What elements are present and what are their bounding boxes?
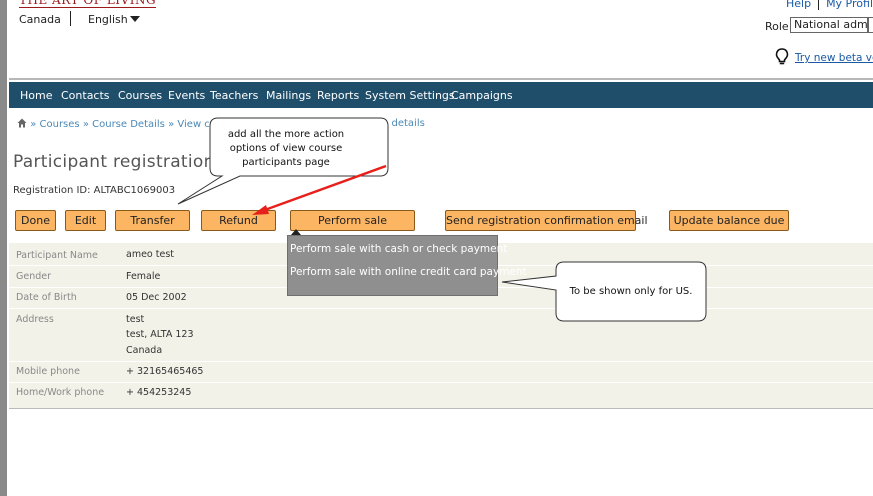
done-button[interactable]: Done	[15, 210, 56, 231]
page-title: Participant registration d	[13, 152, 232, 172]
top-links-divider	[818, 0, 820, 10]
help-link[interactable]: Help	[785, 0, 812, 10]
callout-bubble-right	[501, 261, 707, 322]
home-work-phone-label: Home/Work phone	[16, 387, 105, 398]
transfer-button[interactable]: Transfer	[115, 210, 190, 231]
menu-item-online-card-sale[interactable]: Perform sale with online credit card pay…	[290, 266, 527, 278]
edit-button[interactable]: Edit	[65, 210, 106, 231]
red-arrow-line	[261, 164, 387, 213]
breadcrumb-view-course[interactable]: View cours	[177, 119, 232, 130]
lightbulb-icon	[775, 48, 789, 70]
language-label: English	[88, 13, 128, 26]
mobile-phone-label: Mobile phone	[16, 366, 80, 377]
mobile-phone-value: + 32165465465	[126, 366, 204, 377]
window-left-edge	[0, 0, 7, 496]
breadcrumb-separator: »	[168, 119, 175, 130]
date-of-birth-label: Date of Birth	[16, 292, 77, 303]
registration-id: Registration ID: ALTABC1069003	[13, 185, 176, 196]
send-confirmation-email-button[interactable]: Send registration confirmation email	[445, 210, 648, 231]
gender-label: Gender	[16, 271, 52, 282]
breadcrumb: » Courses » Course Details » View cours	[17, 118, 232, 130]
callout-right-text: To be shown only for US.	[569, 286, 693, 297]
breadcrumb-courses[interactable]: Courses	[39, 119, 80, 130]
nav-events[interactable]: Events	[168, 89, 206, 102]
table-bottom-border	[9, 408, 873, 409]
home-work-phone-value: + 454253245	[126, 387, 192, 398]
nav-courses[interactable]: Courses	[118, 89, 163, 102]
dropdown-pointer	[291, 229, 301, 235]
address-line-3: Canada	[126, 345, 163, 356]
row-divider	[9, 308, 873, 309]
beta-version-link[interactable]: Try new beta ver	[795, 52, 873, 64]
nav-teachers[interactable]: Teachers	[210, 89, 259, 102]
home-icon[interactable]	[17, 118, 27, 128]
country-label[interactable]: Canada	[19, 13, 61, 26]
refund-button[interactable]: Refund	[201, 210, 276, 231]
language-selector[interactable]: English	[88, 13, 140, 26]
update-balance-due-button[interactable]: Update balance due	[669, 210, 789, 231]
nav-home[interactable]: Home	[20, 89, 53, 102]
breadcrumb-separator: »	[30, 119, 37, 130]
participant-name-value: ameo test	[126, 249, 174, 260]
nav-campaigns[interactable]: Campaigns	[451, 89, 513, 102]
participant-name-label: Participant Name	[16, 250, 98, 261]
address-line-2: test, ALTA 123	[126, 329, 194, 340]
art-of-living-logo[interactable]: THE ART OF LIVING	[19, 0, 157, 8]
perform-sale-button[interactable]: Perform sale	[290, 210, 415, 231]
callout-bubble-top	[177, 117, 389, 205]
address-line-1: test	[126, 314, 145, 325]
caret-down-icon	[129, 16, 140, 22]
breadcrumb-separator: »	[82, 119, 89, 130]
date-of-birth-value: 05 Dec 2002	[126, 292, 187, 303]
perform-sale-menu: Perform sale with cash or check payment …	[287, 235, 527, 296]
header-divider	[70, 11, 71, 26]
gender-value: Female	[126, 271, 161, 282]
role-label: Role	[765, 20, 789, 33]
nav-system-settings[interactable]: System Settings	[365, 89, 455, 102]
header-separator	[9, 78, 873, 80]
address-label: Address	[16, 314, 54, 325]
nav-mailings[interactable]: Mailings	[266, 89, 312, 102]
breadcrumb-course-details[interactable]: Course Details	[92, 119, 165, 130]
role-select-arrow[interactable]	[868, 17, 873, 33]
menu-item-cash-check-sale[interactable]: Perform sale with cash or check payment	[290, 243, 508, 255]
row-divider	[9, 382, 873, 383]
role-select[interactable]: National admin	[790, 17, 868, 33]
callout-top-text: add all the more action options of view …	[227, 129, 345, 168]
main-nav: Home Contacts Courses Events Teachers Ma…	[9, 82, 873, 108]
row-divider	[9, 361, 873, 362]
top-links: Help My Profil	[786, 0, 873, 10]
nav-contacts[interactable]: Contacts	[61, 89, 110, 102]
breadcrumb-current: tration details	[355, 118, 425, 129]
my-profile-link[interactable]: My Profil	[826, 0, 873, 10]
nav-reports[interactable]: Reports	[317, 89, 360, 102]
red-arrow-head-icon	[252, 205, 269, 215]
